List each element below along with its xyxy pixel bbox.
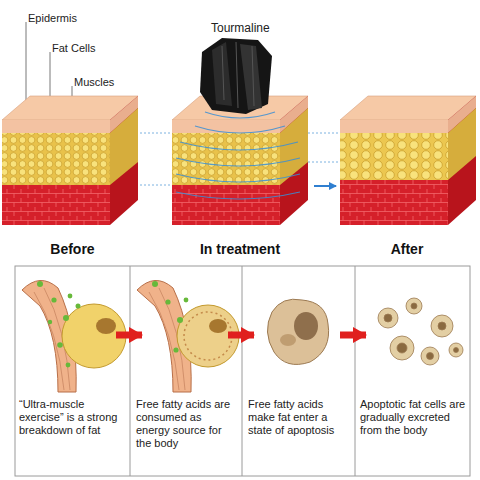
flow-arrow xyxy=(116,332,142,339)
stage-heading: In treatment xyxy=(166,241,314,258)
tourmaline-stone xyxy=(200,38,272,114)
muscle-fat-cell xyxy=(22,280,126,392)
step-text: Apoptotic fat cells are gradually excret… xyxy=(360,398,466,437)
part-label: Fat Cells xyxy=(52,42,95,55)
step-panel: Free fatty acids make fat enter a state … xyxy=(248,268,346,475)
stage-heading: After xyxy=(336,241,478,258)
part-label: Epidermis xyxy=(28,12,77,25)
guide-lines xyxy=(140,133,340,185)
step-text: “Ultra-muscle exercise” is a strong brea… xyxy=(19,398,122,437)
skin-block-treatment xyxy=(172,96,308,225)
stage-block: After xyxy=(336,90,478,258)
panel-frame xyxy=(15,266,470,476)
excreted-fat-cells xyxy=(378,298,463,365)
skin-block-before xyxy=(2,96,138,225)
step-text: Free fatty acids make fat enter a state … xyxy=(248,398,346,437)
stage-heading: Before xyxy=(0,241,145,258)
flow-arrow xyxy=(228,332,254,339)
step-panel: Apoptotic fat cells are gradually excret… xyxy=(360,268,466,475)
part-label: Muscles xyxy=(74,76,114,89)
step-panel: Free fatty acids are consumed as energy … xyxy=(136,268,234,475)
stone-label: Tourmaline xyxy=(211,22,270,35)
step-panel: “Ultra-muscle exercise” is a strong brea… xyxy=(19,268,122,475)
stage-block: In treatment xyxy=(166,90,314,258)
skin-block-after xyxy=(340,96,476,225)
muscle-fat-cell-consumed xyxy=(137,280,239,392)
step-text: Free fatty acids are consumed as energy … xyxy=(136,398,234,450)
stage-block: Before xyxy=(0,90,145,258)
apoptotic-fat-cell xyxy=(267,299,328,364)
flow-arrow xyxy=(314,185,336,187)
flow-arrow xyxy=(340,332,366,339)
energy-waves xyxy=(176,112,300,199)
